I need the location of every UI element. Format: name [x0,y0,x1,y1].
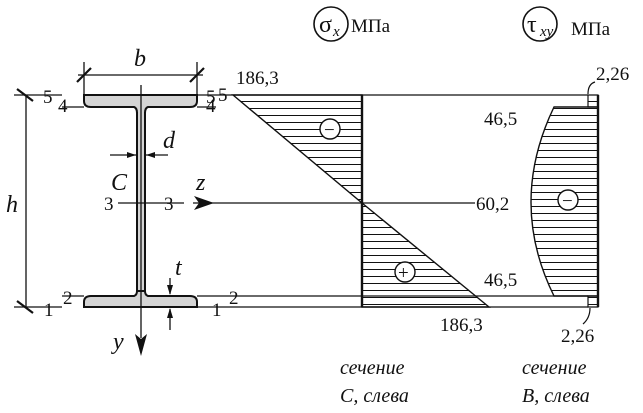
sigma-negative-sign-circle [319,118,341,140]
tau-flange-bottom-region [587,295,599,308]
sigma-diagram: σ x МПа − + 186,3 186,3 сечение С, слева [231,6,491,407]
level-1-left: 1 [44,300,54,321]
tau-caption-line1: сечение [522,357,587,379]
tau-subscript: xy [539,24,554,40]
tau-sign-circle [557,189,579,211]
tau-caption-line2: В, слева [522,385,590,407]
dim-b-label: b [134,46,146,72]
level-5-left: 5 [43,87,53,108]
sigma-top-value: 186,3 [236,68,279,89]
sigma-unit: МПа [351,16,391,37]
sigma-subscript: x [332,24,340,40]
tau-symbol-circle [522,6,558,42]
dimension-h: h [6,88,62,314]
sigma-symbol-circle [313,6,349,42]
dim-d-label: d [163,128,176,154]
tau-top-edge-value: 2,26 [596,64,629,85]
tau-sign: − [562,191,573,212]
sigma-caption-line1: сечение [340,357,405,379]
sigma-positive-region [361,201,491,308]
tau-diagram: τ xy МПа − 2,26 46,5 60,2 46,5 2,26 сече… [476,6,629,407]
level-2-left: 2 [63,288,73,309]
level-3-left: 3 [104,194,114,215]
level-2-right: 2 [229,288,239,309]
dimension-t: t [167,255,183,330]
sigma-positive-sign: + [398,263,409,284]
dimension-d: d [110,128,176,158]
level-3-right: 3 [164,194,174,215]
dim-t-label: t [175,255,183,281]
sigma-bottom-value: 186,3 [440,315,483,336]
level-5-right: 5 [206,87,216,108]
level-1-right: 1 [212,300,222,321]
z-axis: z [118,170,475,210]
tau-top-leader [587,81,596,95]
sigma-negative-sign: − [324,120,335,141]
centroid-label: C [111,170,128,196]
tau-unit: МПа [571,19,611,40]
sigma-caption-line2: С, слева [340,385,409,407]
tau-bottom-edge-value: 2,26 [561,326,594,347]
y-axis: y [111,85,147,356]
tau-center-value: 60,2 [476,194,509,215]
tau-flange-bottom-value: 46,5 [484,270,517,291]
dim-h-label: h [6,192,18,218]
tau-symbol: τ [527,12,537,38]
z-axis-label: z [195,170,206,196]
tau-flange-top-region [587,94,599,108]
sigma-positive-sign-circle [394,261,416,283]
sigma-negative-region [231,94,363,205]
tau-flange-top-value: 46,5 [484,109,517,130]
dimension-b: b [76,46,205,95]
tau-bottom-leader [582,307,591,325]
y-axis-label: y [111,329,124,355]
sigma-symbol: σ [319,12,332,38]
